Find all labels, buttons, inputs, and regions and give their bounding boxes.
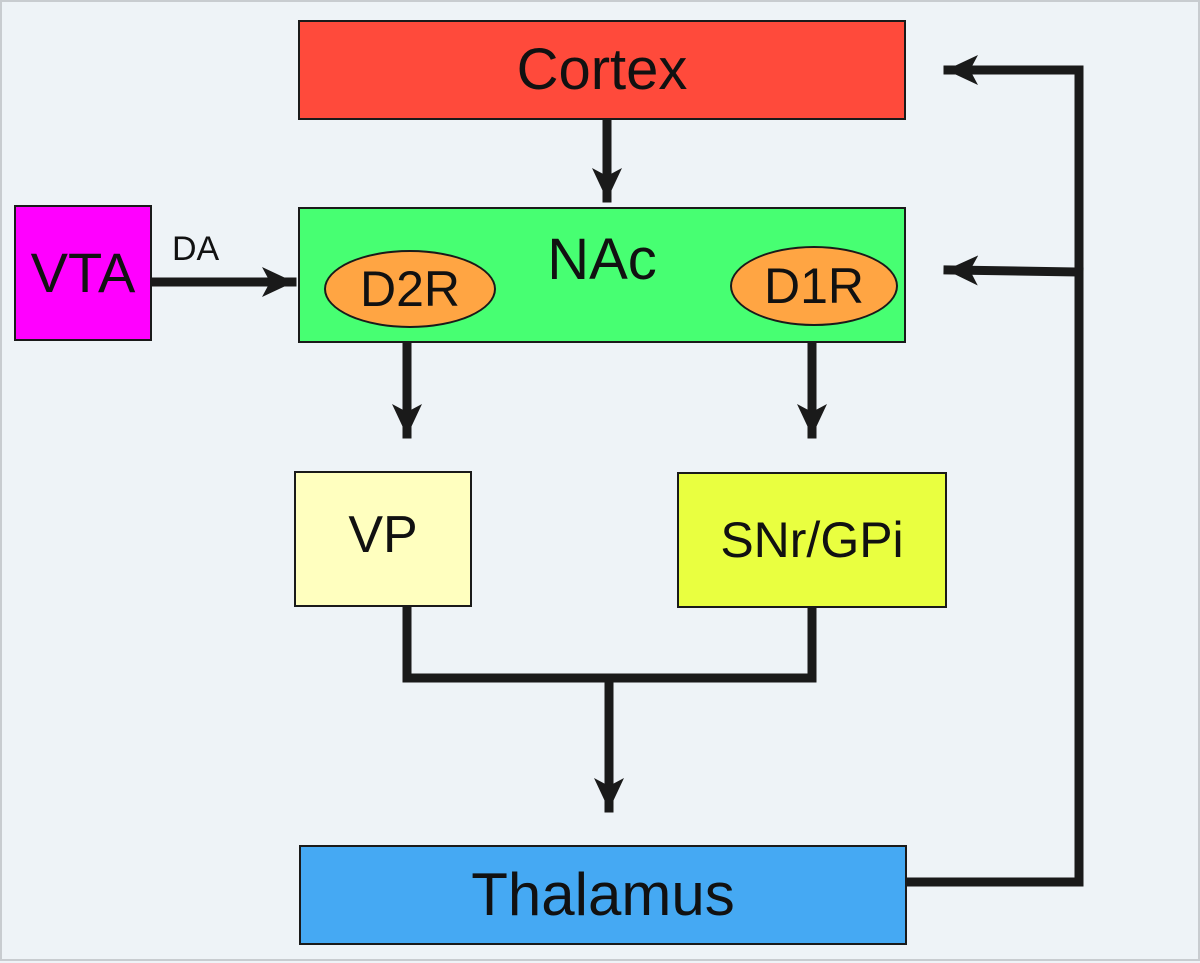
vta-box: VTA <box>14 205 152 341</box>
vta-label: VTA <box>30 241 136 304</box>
thalamus-label: Thalamus <box>471 861 735 928</box>
snr-gpi-label: SNr/GPi <box>720 512 904 568</box>
d1r-label: D1R <box>763 258 865 314</box>
snr-gpi-box: SNr/GPi <box>677 472 947 608</box>
da-edge-label: DA <box>172 230 220 268</box>
line-vp-snr-merge <box>402 604 817 683</box>
d1r-receptor: D1R <box>730 246 898 326</box>
d2r-label: D2R <box>359 261 461 317</box>
vp-label: VP <box>348 506 418 564</box>
cortex-box: Cortex <box>298 20 906 120</box>
arrow-feedback-to-nac <box>943 255 1084 286</box>
nac-label: NAc <box>547 227 657 292</box>
vp-box: VP <box>294 471 472 607</box>
d2r-receptor: D2R <box>324 250 496 328</box>
cortex-label: Cortex <box>516 37 688 102</box>
thalamus-box: Thalamus <box>299 845 907 945</box>
